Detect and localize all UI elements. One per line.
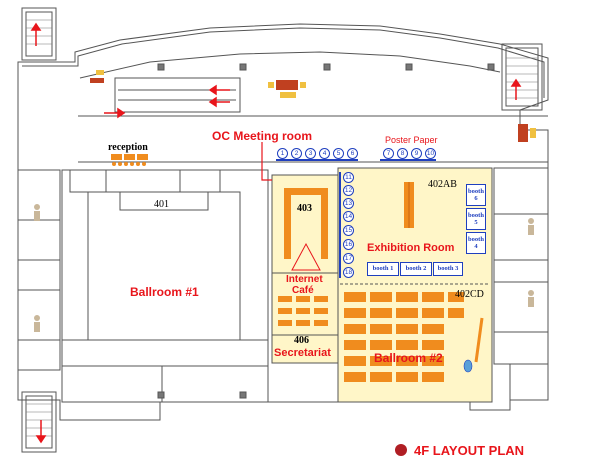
ballroom-1-label: Ballroom #1 [130, 285, 199, 299]
u-table-403 [284, 188, 328, 271]
cafe-tables [278, 296, 328, 326]
oc-pointer [261, 142, 272, 181]
poster-number: 14 [343, 211, 354, 222]
booth-2: booth 2 [400, 262, 432, 276]
poster-number: 16 [343, 239, 354, 250]
poster-number: 7 [383, 148, 394, 159]
booth-5: booth 5 [466, 208, 486, 230]
booth-4-l2: 4 [474, 243, 478, 250]
room-403-label: 403 [297, 203, 312, 214]
stage-line [474, 317, 484, 363]
plan-title: 4F LAYOUT PLAN [414, 443, 525, 458]
booth-4-l1: booth [468, 235, 484, 243]
booth-5-l1: booth [468, 211, 484, 219]
poster-number: 6 [347, 148, 358, 159]
secretariat-label: Secretariat [274, 347, 331, 359]
room-406-label: 406 [294, 335, 309, 346]
room-401-label: 401 [154, 199, 169, 210]
reception-label: reception [108, 142, 148, 153]
poster-number: 15 [343, 225, 354, 236]
booth-3: booth 3 [433, 262, 463, 276]
internet-cafe-label-2: Café [292, 285, 314, 296]
booth-5-l2: 5 [474, 219, 478, 226]
booth-1: booth 1 [367, 262, 399, 276]
poster-number: 8 [397, 148, 408, 159]
poster-number: 9 [411, 148, 422, 159]
poster-number: 2 [291, 148, 302, 159]
ballroom-2-label: Ballroom #2 [374, 351, 443, 365]
poster-number: 17 [343, 253, 354, 264]
booth-6: booth 6 [466, 184, 486, 206]
arrow-icon [30, 22, 522, 444]
booth-4: booth 4 [466, 232, 486, 254]
ballroom2-seating [344, 292, 464, 382]
reception-desk [111, 154, 148, 166]
poster-number: 11 [343, 172, 354, 183]
poster-number: 13 [343, 198, 354, 209]
poster-number: 4 [319, 148, 330, 159]
exhibition-room-label: Exhibition Room [367, 242, 455, 254]
person-icon [34, 204, 534, 332]
room-402ab-label: 402AB [428, 179, 457, 190]
lounge-furniture [90, 70, 536, 142]
poster-number: 1 [277, 148, 288, 159]
poster-number: 12 [343, 185, 354, 196]
highlight-secretariat [272, 335, 338, 363]
poster-number: 10 [425, 148, 436, 159]
poster-paper-label: Poster Paper [385, 135, 438, 145]
poster-number: 5 [333, 148, 344, 159]
podium [463, 359, 473, 373]
booth-6-l2: 6 [474, 195, 478, 202]
oc-meeting-room-label: OC Meeting room [212, 129, 313, 143]
internet-cafe-label-1: Internet [286, 274, 323, 285]
poster-number: 3 [305, 148, 316, 159]
room-402cd-label: 402CD [455, 289, 484, 300]
poster-number: 18 [343, 267, 354, 278]
booth-6-l1: booth [468, 187, 484, 195]
legend-dot-icon [395, 444, 407, 456]
